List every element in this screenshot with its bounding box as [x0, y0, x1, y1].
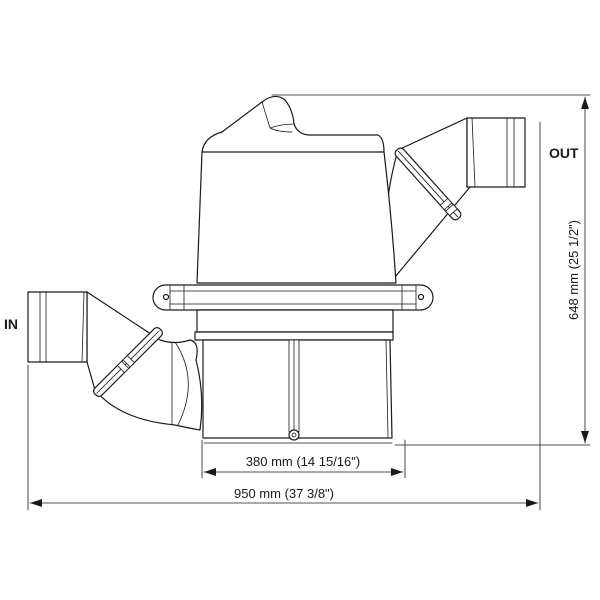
overall-width-dimension: 950 mm (37 3/8"): [234, 486, 334, 501]
inlet-elbow: [27, 291, 203, 431]
bolt-icon: [162, 293, 170, 301]
dimension-lines: [27, 94, 591, 511]
main-housing: [196, 95, 397, 284]
inlet-label: IN: [4, 316, 18, 332]
clamp-band: [152, 284, 434, 311]
bolt-icon: [417, 293, 425, 301]
base: [194, 309, 394, 444]
base-width-dimension: 380 mm (14 15/16"): [246, 454, 360, 469]
outlet-label: OUT: [549, 145, 579, 161]
inlet-clamp: [92, 326, 164, 398]
overall-height-dimension: 648 mm (25 1/2"): [566, 220, 581, 320]
outlet-elbow: [384, 117, 526, 284]
outlet-clamp: [394, 147, 462, 221]
drain-plug-icon: [288, 429, 300, 441]
